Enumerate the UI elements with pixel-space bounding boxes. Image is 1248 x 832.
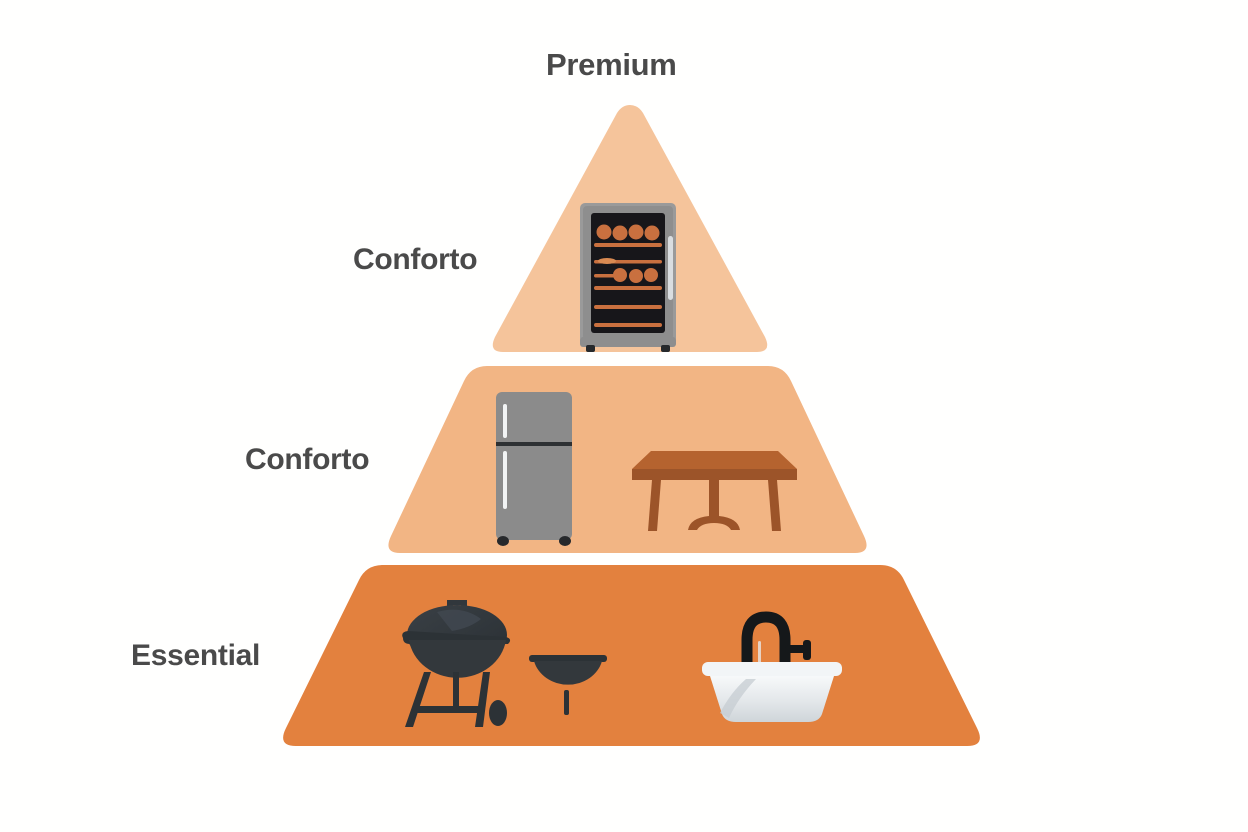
tier-essential-shape <box>283 565 980 746</box>
sink-bathtub-icon <box>702 611 842 722</box>
tier-label-conforto-upper: Conforto <box>353 243 478 276</box>
tier-conforto-middle[interactable] <box>388 366 867 553</box>
tier-essential[interactable] <box>283 565 980 746</box>
wok-pan-icon <box>529 655 607 715</box>
tier-conforto-middle-shape <box>388 366 867 553</box>
refrigerator-icon <box>496 392 572 546</box>
tier-label-essential: Essential <box>131 639 261 672</box>
bbq-grill-icon <box>402 600 511 727</box>
wine-cooler-icon <box>580 203 676 352</box>
dining-table-icon <box>632 451 797 531</box>
tier-label-conforto-middle: Conforto <box>245 443 370 476</box>
tier-label-premium: Premium <box>546 47 677 82</box>
tier-premium[interactable] <box>492 105 768 352</box>
